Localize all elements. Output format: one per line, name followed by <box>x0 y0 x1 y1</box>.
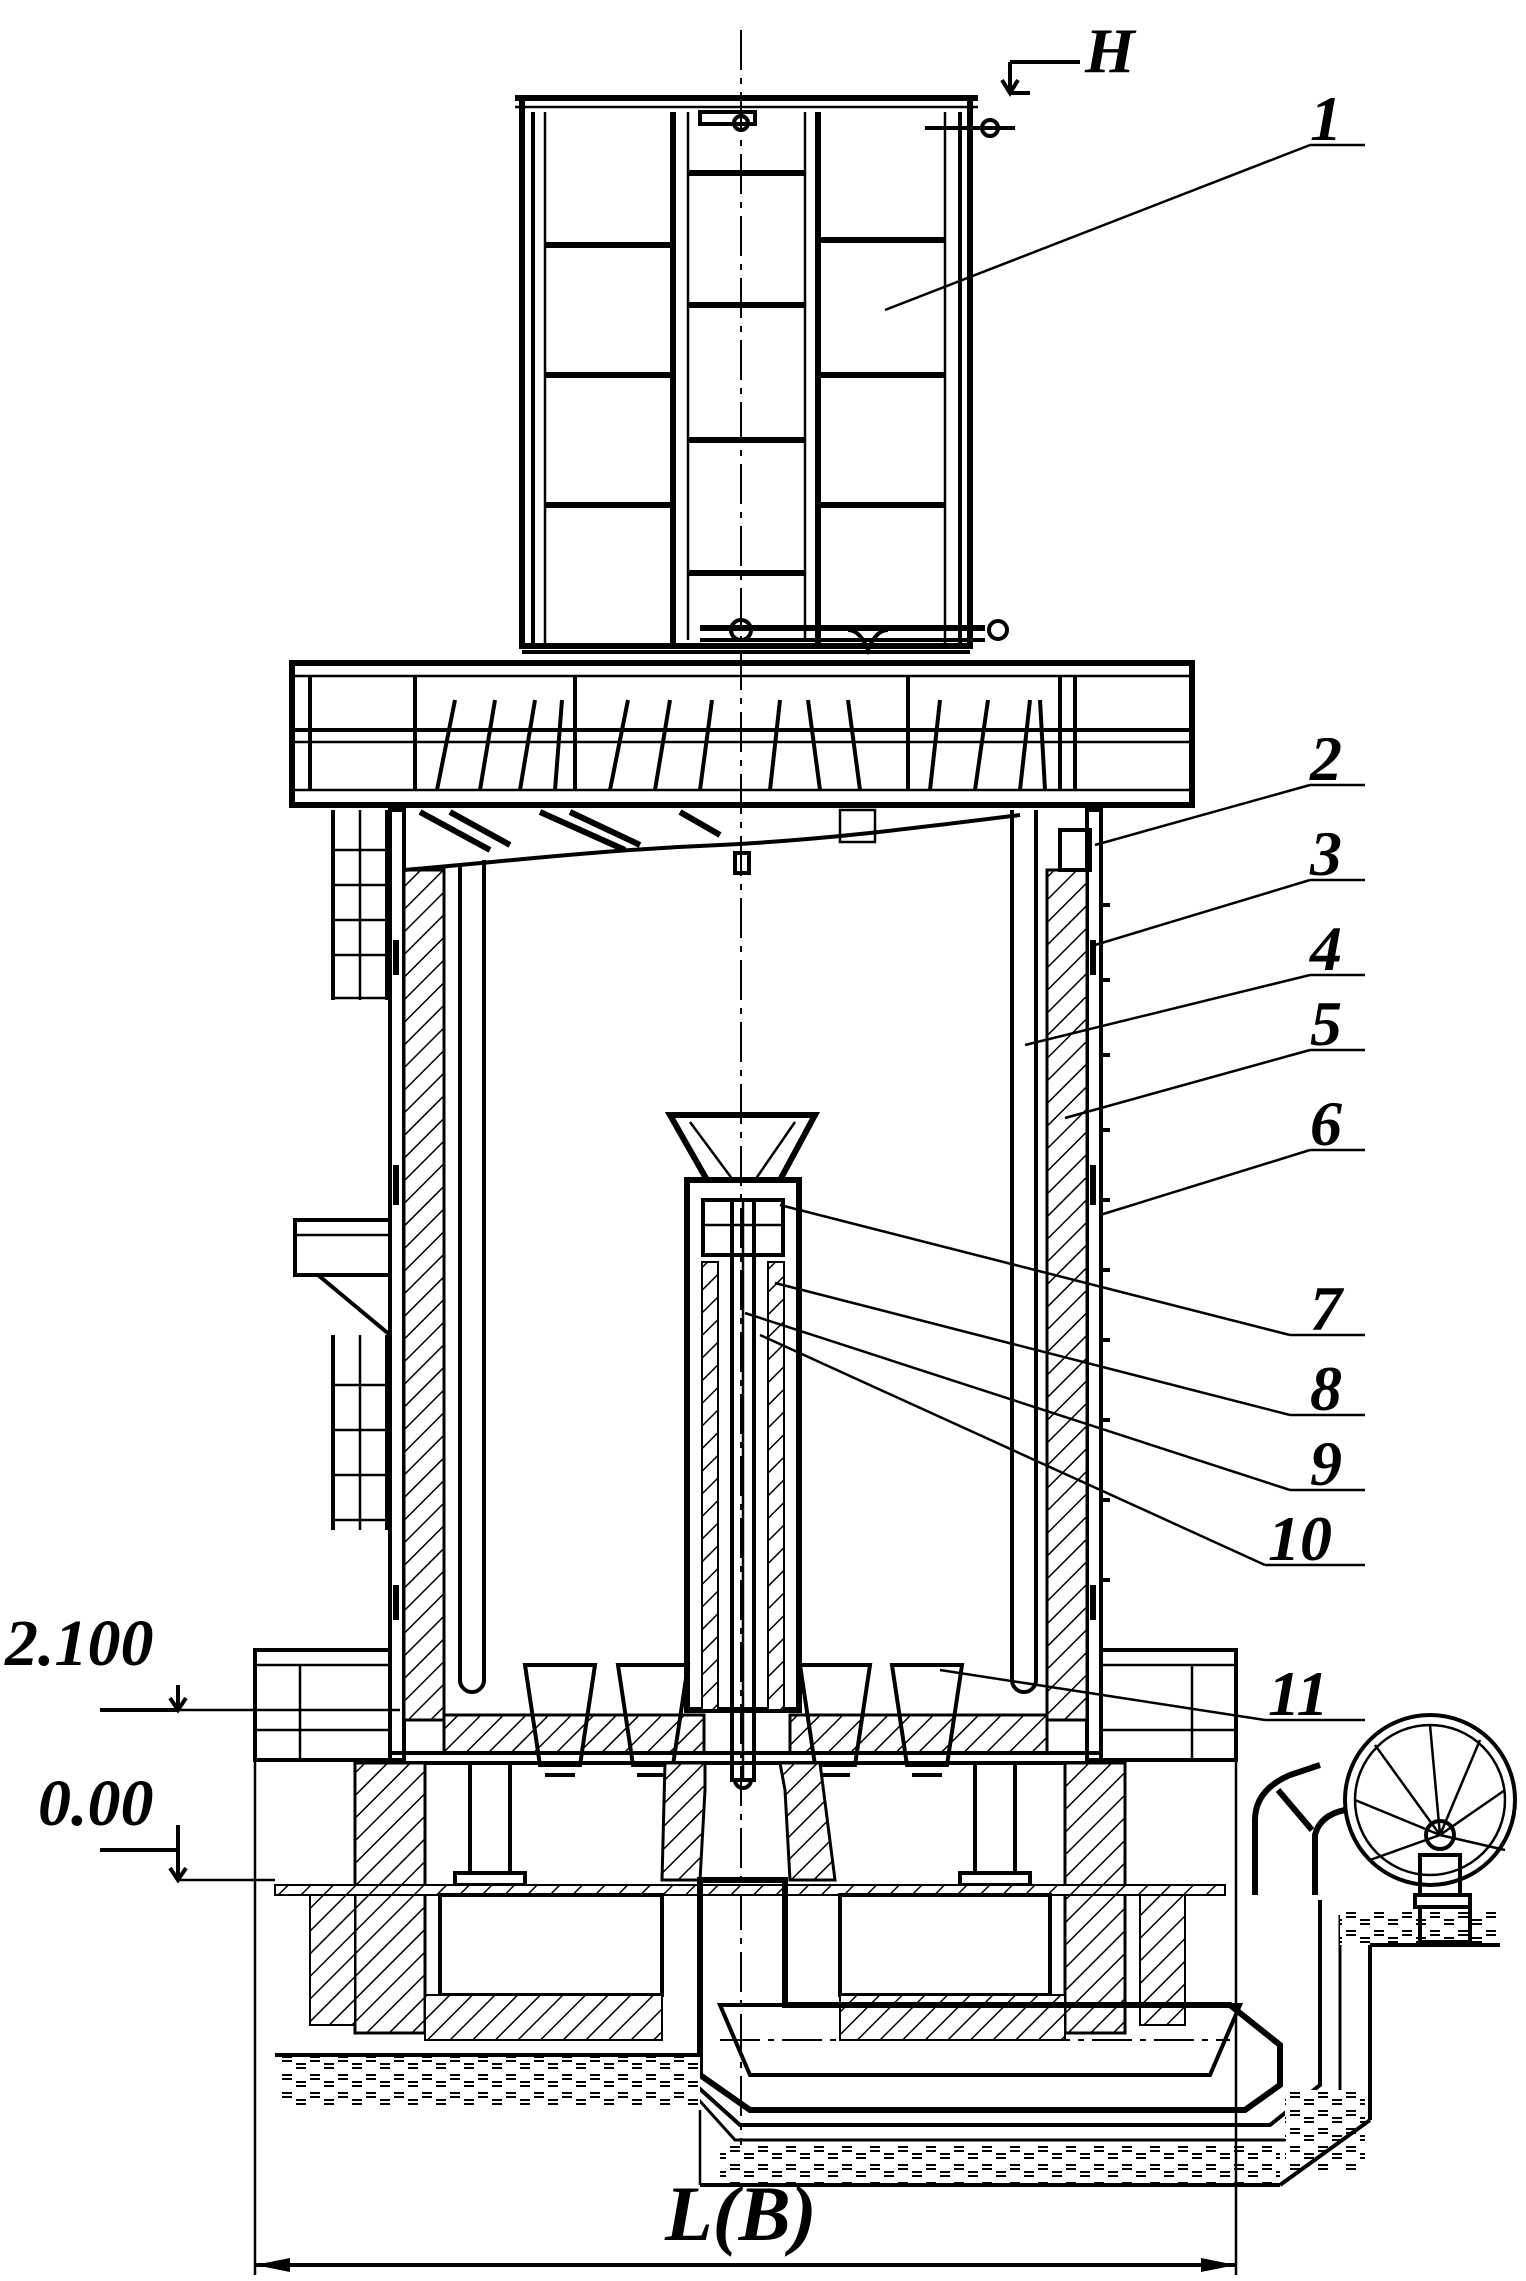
svg-text:3: 3 <box>1309 818 1342 889</box>
callout-5: 5 <box>1064 988 1365 1120</box>
ground-soil <box>275 1910 1500 2187</box>
cross-beam <box>289 660 1195 808</box>
callout-9: 9 <box>744 1311 1365 1499</box>
hearth <box>388 1713 1103 1765</box>
callout-11: 11 <box>939 1658 1365 1729</box>
svg-text:11: 11 <box>1268 1658 1328 1729</box>
callout-3: 3 <box>1094 818 1365 947</box>
svg-text:9: 9 <box>1310 1428 1342 1499</box>
level-2100-text: 2.100 <box>4 1607 154 1680</box>
level-marker-zero: 0.00 <box>38 1767 275 1884</box>
svg-text:6: 6 <box>1310 1088 1342 1159</box>
callout-7: 7 <box>779 1203 1365 1344</box>
side-platforms <box>253 1648 1238 1762</box>
callout-6: 6 <box>1099 1088 1365 1217</box>
furnace-cover <box>403 808 1021 875</box>
level-zero-text: 0.00 <box>38 1767 154 1840</box>
furnace-shell <box>388 808 1110 1762</box>
dimension-lb-text: L(B) <box>664 2170 817 2257</box>
blower-fan <box>1252 1713 1517 1944</box>
svg-text:4: 4 <box>1309 913 1342 984</box>
svg-text:10: 10 <box>1268 1503 1332 1574</box>
callout-1: 1 <box>884 83 1365 312</box>
callout-2: 2 <box>1094 723 1365 847</box>
left-ladder-upper <box>331 810 389 1000</box>
level-h-text: H <box>1084 15 1137 86</box>
top-hood-frame <box>515 95 1015 656</box>
svg-text:7: 7 <box>1310 1273 1345 1344</box>
callout-10: 10 <box>759 1333 1365 1574</box>
central-retort <box>664 1112 821 1790</box>
level-marker-h: H <box>1000 15 1137 97</box>
callout-8: 8 <box>774 1281 1365 1424</box>
overall-dimension: L(B) <box>253 1760 1238 2275</box>
svg-text:2: 2 <box>1309 723 1342 794</box>
level-marker-2100: 2.100 <box>4 1607 400 1714</box>
svg-text:5: 5 <box>1310 988 1342 1059</box>
foundation <box>274 1761 1226 2041</box>
heating-elements <box>458 810 1038 1694</box>
callouts: 1 2 3 4 5 6 7 <box>744 83 1365 1729</box>
flue-channel <box>688 1877 1342 2142</box>
callout-4: 4 <box>1024 913 1365 1047</box>
left-platform-mid <box>293 1218 392 1530</box>
svg-text:1: 1 <box>1310 83 1342 154</box>
svg-text:8: 8 <box>1310 1353 1342 1424</box>
